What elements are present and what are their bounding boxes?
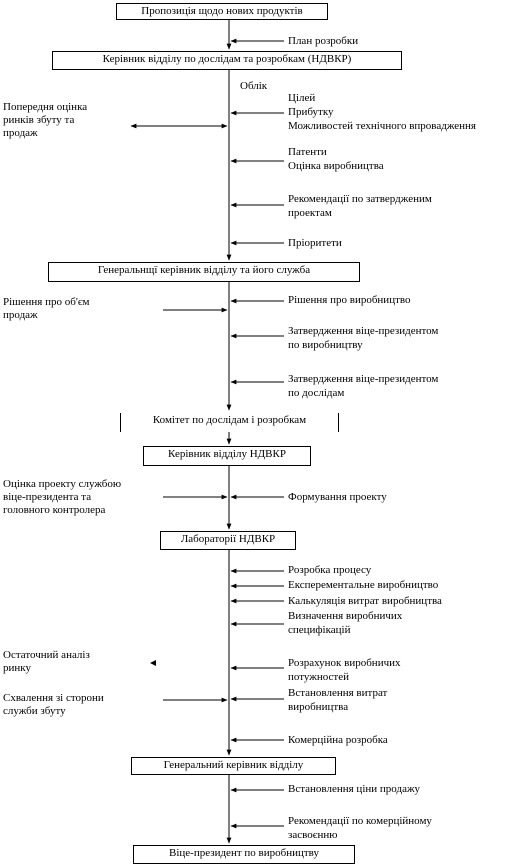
box-rd-head-full: Керівник відділу по дослідам та розробка… bbox=[52, 51, 402, 70]
label-cost-calculation: Калькуляція витрат виробництва bbox=[288, 595, 442, 607]
label-spec-definition: Визначення виробничих специфікацій bbox=[288, 610, 403, 636]
label-price-setting: Встановлення ціни продажу bbox=[288, 783, 421, 795]
arrow-market-analysis bbox=[150, 660, 156, 666]
label-experimental-production: Експерементальне виробництво bbox=[288, 579, 439, 591]
label-project-formation: Формування проекту bbox=[288, 491, 387, 503]
label-patents: Патенти Оцінка виробництва bbox=[288, 146, 384, 172]
label-priorities: Пріоритети bbox=[288, 237, 342, 249]
box-general-head: Генеральний керівник відділу bbox=[131, 757, 336, 775]
box-rd-head: Керівник відділу НДВКР bbox=[143, 446, 311, 466]
label-commercial-recs: Рекомендації по комерційному засвоєнню bbox=[288, 815, 432, 841]
label-vp-production-approval: Затвердження віце-президентом по виробни… bbox=[288, 325, 439, 351]
box-committee: Комітет по дослідам і розробкам bbox=[120, 413, 339, 432]
label-capacity-calc: Розрахунок виробничих потужностей bbox=[288, 657, 401, 683]
label-project-evaluation: Оцінка проекту службою віце-президента т… bbox=[3, 478, 122, 516]
box-proposal: Пропозиція щодо нових продуктів bbox=[116, 3, 328, 20]
label-market-analysis: Остаточний аналіз ринку bbox=[3, 649, 90, 674]
label-sales-approval: Схвалення зі сторони служби збуту bbox=[3, 692, 104, 717]
label-goals: Цілей Прибутку Можливостей технічного вп… bbox=[288, 92, 476, 132]
label-recommendations: Рекомендації по затвердженим проектам bbox=[288, 193, 432, 219]
box-labs: Лабораторії НДВКР bbox=[160, 531, 296, 550]
box-general-head-service: Генеральнщї керівник відділу та його слу… bbox=[48, 262, 360, 282]
label-cost-setting: Встановлення витрат виробництва bbox=[288, 687, 388, 713]
label-commercial-dev: Комерційна розробка bbox=[288, 734, 388, 746]
label-process-dev: Розробка процесу bbox=[288, 564, 372, 576]
label-account: Облік bbox=[240, 80, 268, 92]
label-market-estimate: Попередня оцінка ринків збуту та продаж bbox=[3, 101, 88, 139]
box-vp-production: Віце-президент по виробництву bbox=[133, 845, 355, 864]
label-production-decision: Рішення про виробництво bbox=[288, 294, 411, 306]
label-vp-research-approval: Затвердження віце-президентом по досліда… bbox=[288, 373, 439, 399]
label-dev-plan: План розробки bbox=[288, 35, 359, 47]
label-sales-volume: Рішення про об'єм продаж bbox=[3, 296, 90, 321]
